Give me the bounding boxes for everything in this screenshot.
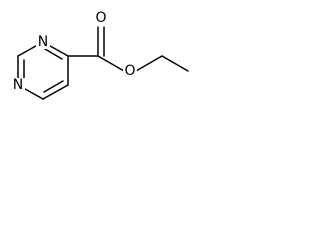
o-ester-atom-label: O: [124, 63, 135, 79]
n-bottom-label-bg: [11, 78, 25, 92]
ring-bond-c4-c5: [42, 84, 69, 100]
o-ester-label-bg: [123, 64, 137, 79]
ring-bond-c6-n1-inner: [44, 48, 63, 60]
o-carbonyl-atom-label: O: [95, 10, 106, 26]
bond-ch2-ch3: [161, 55, 189, 72]
n-bottom-atom-label: N: [13, 77, 23, 93]
bond-carboxyl-ester-o: [97, 55, 125, 72]
n-top-label-bg: [36, 35, 50, 49]
n-top-atom-label: N: [38, 34, 48, 50]
o-carbonyl-label-bg: [94, 10, 108, 26]
chemical-structure-diagram: N N O O: [11, 10, 189, 100]
bond-ester-o-ch2: [135, 55, 163, 72]
ring-bond-c4-c5-inner: [43, 80, 64, 93]
